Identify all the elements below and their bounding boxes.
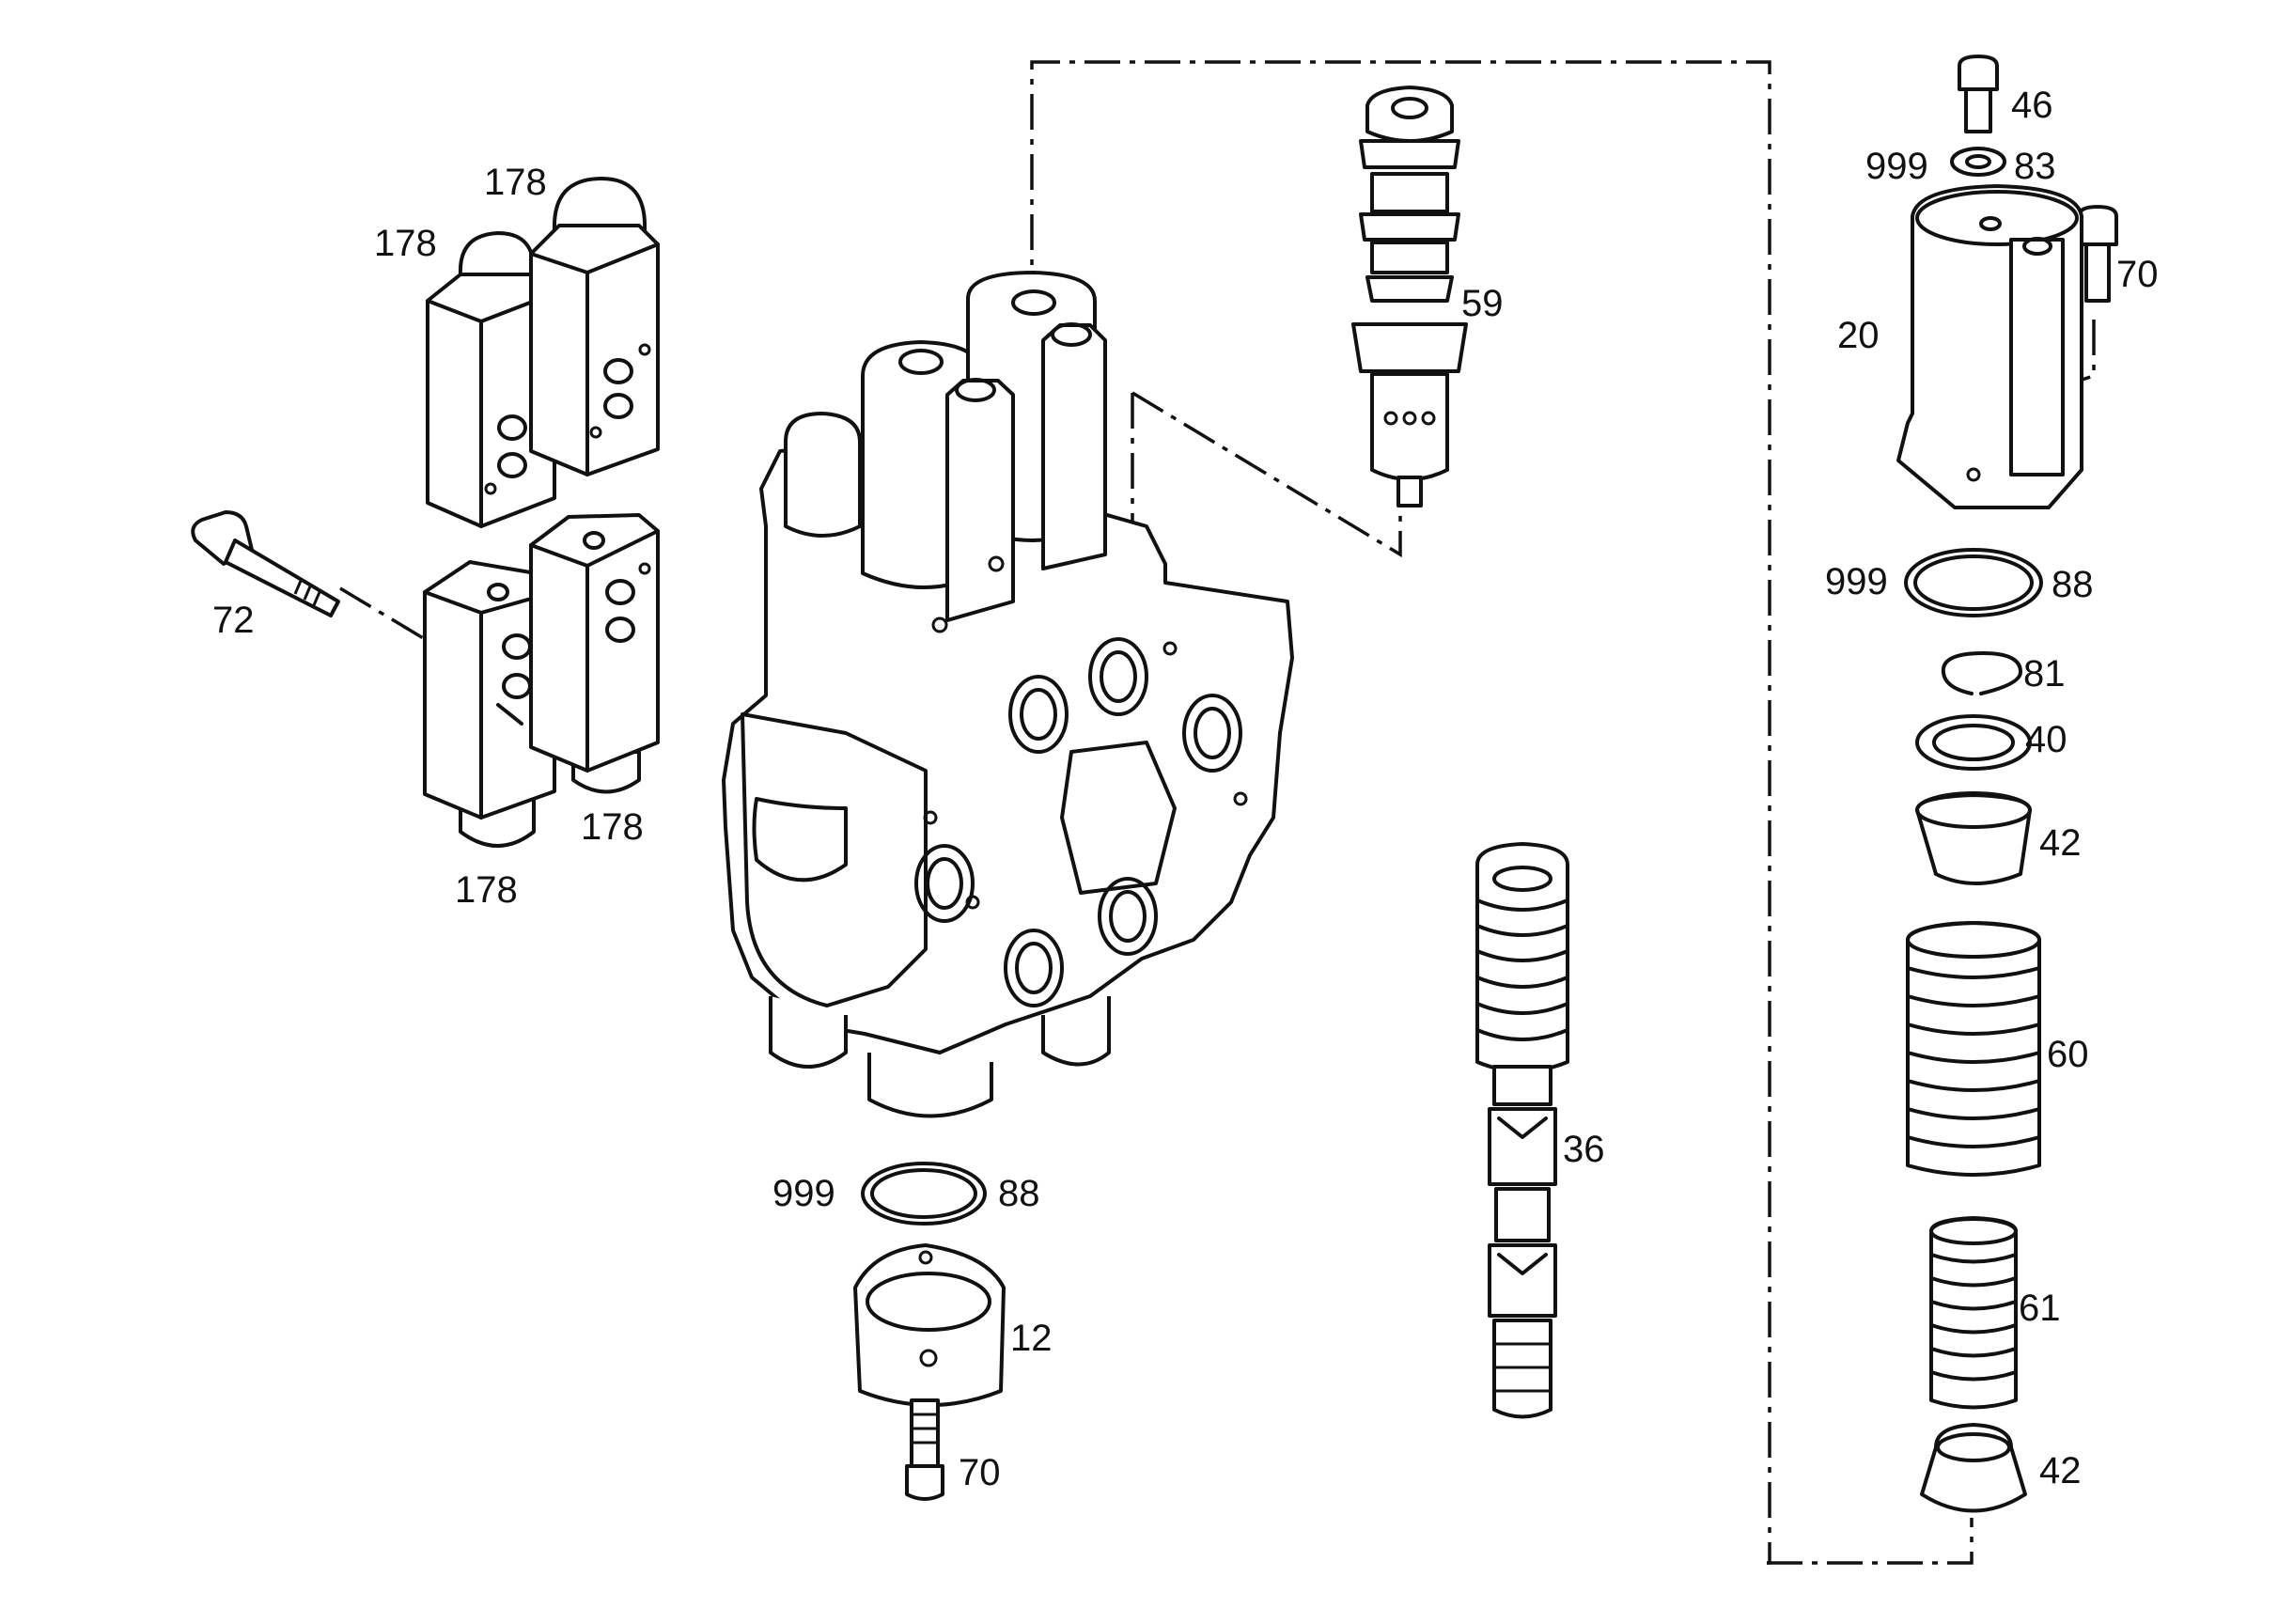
callout-40: 40: [2025, 719, 2067, 760]
callout-178: 178: [455, 869, 518, 911]
valve-block-178-upper-right: [529, 177, 660, 476]
o-ring-88-right: [1904, 548, 2043, 617]
callout-72: 72: [212, 600, 255, 641]
callout-999: 999: [772, 1173, 835, 1214]
cartridge-valve-59: [1351, 86, 1468, 508]
callout-61: 61: [2019, 1288, 2061, 1329]
bushing-40: [1915, 714, 2032, 771]
callout-81: 81: [2023, 653, 2066, 695]
screw-70-right: [2077, 205, 2118, 303]
callout-42: 42: [2039, 822, 2082, 864]
callout-59: 59: [1461, 283, 1504, 324]
callout-999: 999: [1865, 146, 1928, 187]
screw-46: [1958, 55, 1999, 133]
callout-178: 178: [581, 806, 644, 848]
spool-36: [1475, 842, 1569, 1419]
end-cap-12: [853, 1243, 1006, 1407]
bolt-72: [191, 510, 340, 617]
callout-42: 42: [2039, 1450, 2082, 1491]
callout-60: 60: [2047, 1034, 2089, 1075]
snap-ring-81: [1941, 651, 2022, 695]
callout-83: 83: [2014, 146, 2056, 187]
callout-88: 88: [998, 1173, 1040, 1214]
callout-36: 36: [1563, 1129, 1605, 1170]
spring-seat-42-lower: [1920, 1423, 2027, 1513]
spring-cover-20: [1896, 184, 2083, 509]
spring-61: [1929, 1216, 2018, 1410]
callout-70: 70: [2116, 254, 2159, 295]
valve-block-178-lower-right: [529, 513, 660, 794]
o-ring-88-bottom: [861, 1162, 987, 1226]
callout-178: 178: [484, 162, 547, 203]
callout-20: 20: [1837, 315, 1880, 356]
callout-12: 12: [1010, 1318, 1053, 1359]
callout-70: 70: [959, 1452, 1001, 1493]
callout-46: 46: [2011, 85, 2053, 126]
spring-60: [1906, 921, 2041, 1177]
spring-seat-42-upper: [1915, 791, 2032, 885]
callout-labels: 178 178 178 178 72 59 36 999 88 12 70 46…: [212, 85, 2159, 1493]
callout-88: 88: [2052, 564, 2094, 605]
washer-83: [1950, 147, 2006, 177]
screw-70-bottom: [905, 1398, 944, 1501]
main-valve-body: [722, 271, 1294, 1118]
callout-178: 178: [374, 223, 437, 264]
callout-999: 999: [1825, 561, 1888, 602]
